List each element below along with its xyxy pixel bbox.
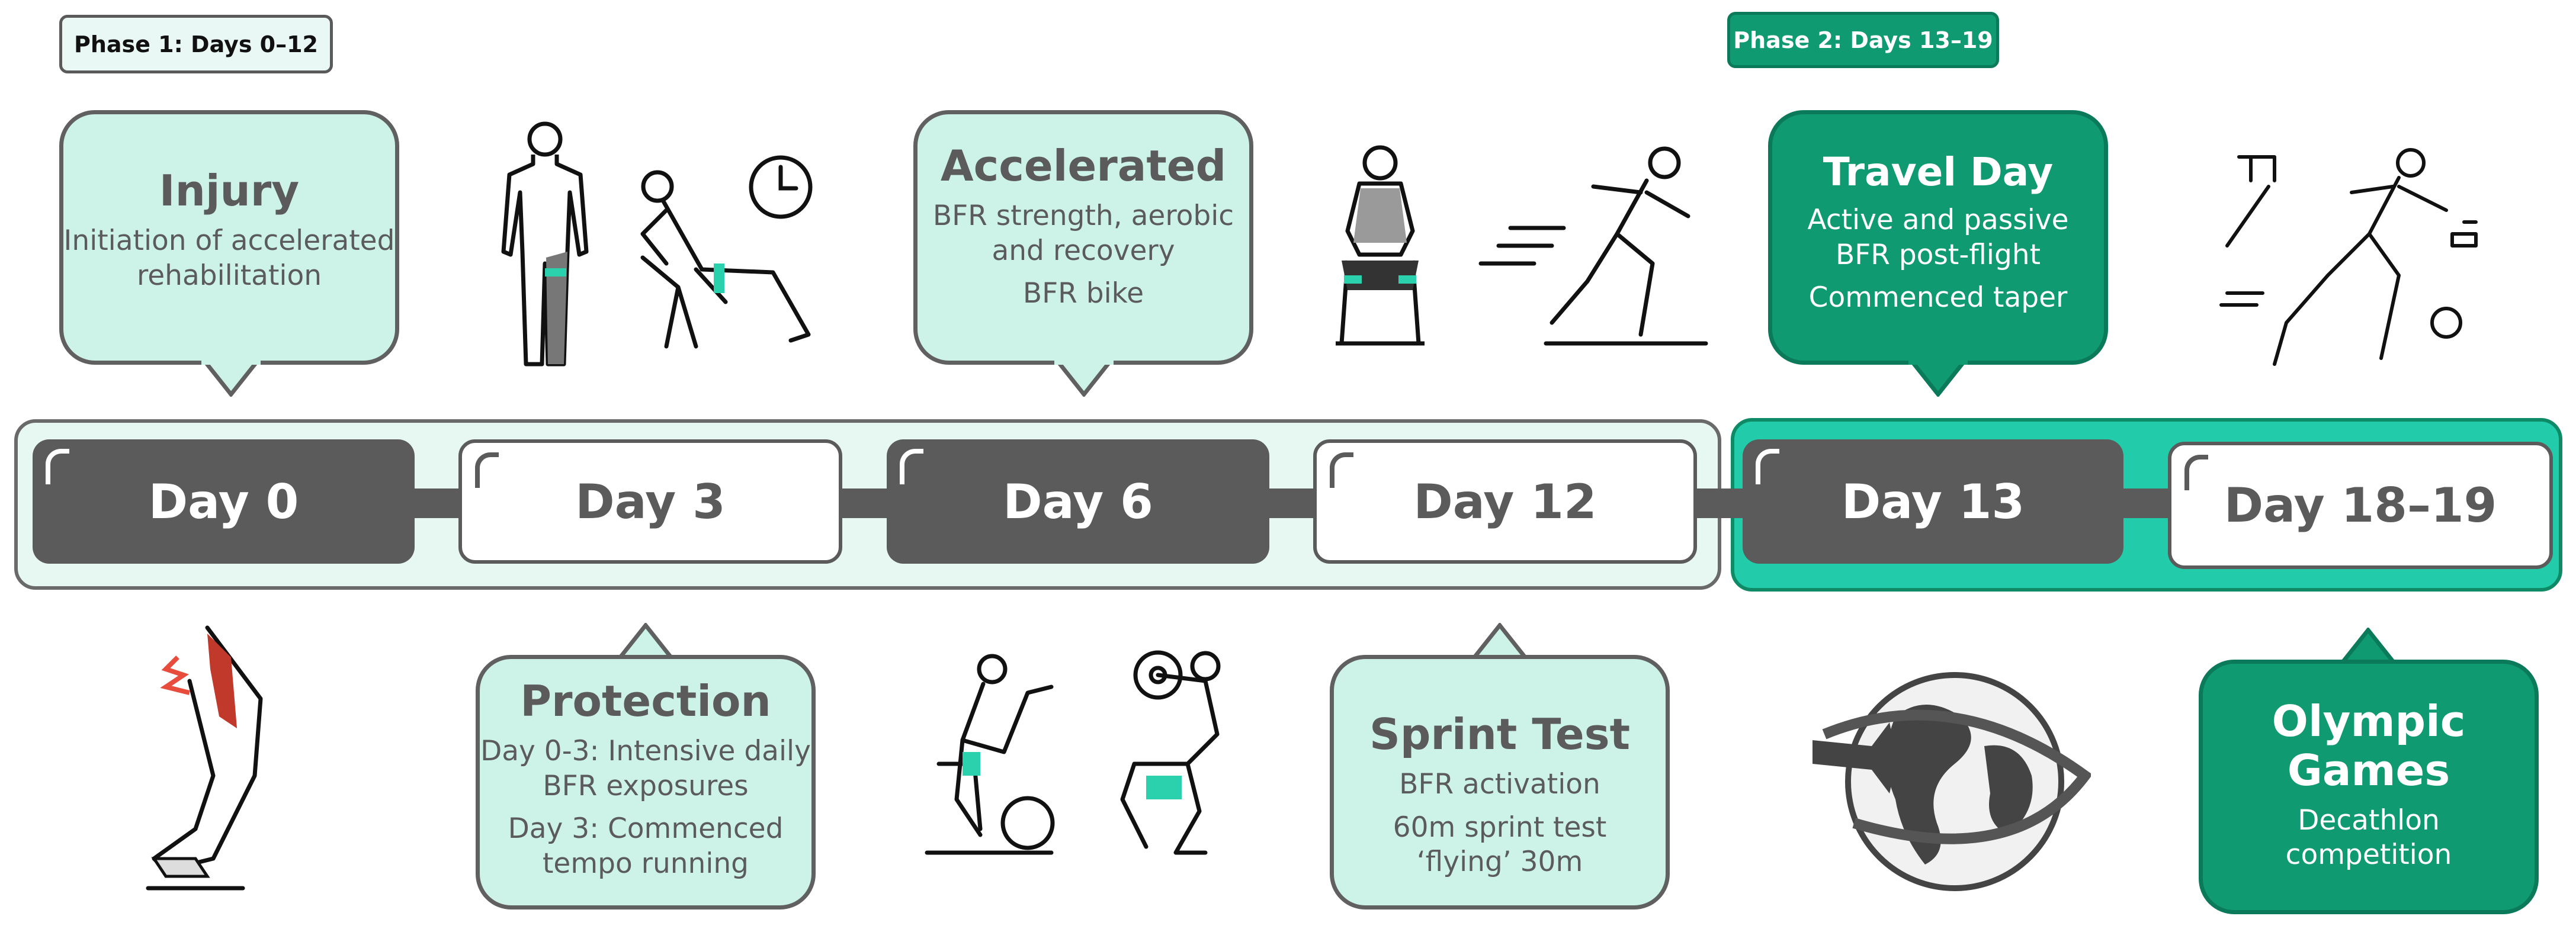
injury-line-2: rehabilitation: [136, 259, 322, 292]
accelerated-callout-tail: [1054, 360, 1114, 397]
protection-line-4: tempo running: [542, 847, 749, 880]
protection-callout: Protection Day 0-3: Intensive daily BFR …: [476, 655, 816, 909]
day-13-label: Day 13: [1841, 474, 2025, 529]
day-3-label: Day 3: [575, 474, 726, 529]
sprint-test-callout: Sprint Test BFR activation 60m sprint te…: [1330, 655, 1670, 909]
accelerated-line-1: BFR strength, aerobic: [932, 199, 1234, 232]
day-0-box: Day 0: [33, 439, 415, 564]
olympic-title-1: Olympic: [2272, 696, 2466, 746]
timeline-connector: [1262, 489, 1321, 518]
protection-line-1: Day 0-3: Intensive daily: [480, 734, 811, 767]
day-6-label: Day 6: [1003, 474, 1153, 529]
injury-callout: Injury Initiation of accelerated rehabil…: [59, 110, 399, 365]
day-3-box: Day 3: [458, 439, 842, 564]
protection-callout-tail: [616, 623, 675, 660]
travel-line-3: Commenced taper: [1808, 281, 2068, 314]
injured-leg-icon: [146, 625, 263, 891]
sprinter-icon: [1478, 146, 1708, 346]
timeline-connector: [1691, 489, 1750, 518]
accelerated-line-2: and recovery: [992, 234, 1175, 267]
bfr-bike-icon: [925, 654, 1055, 855]
protection-line-3: Day 3: Commenced: [508, 812, 784, 846]
phase-1-label: Phase 1: Days 0–12: [59, 15, 333, 73]
day-18-19-label: Day 18–19: [2224, 478, 2497, 533]
sprint-line-1: BFR activation: [1399, 767, 1600, 801]
travel-day-callout-tail: [1908, 360, 1968, 397]
sprint-line-3: ‘flying’ 30m: [1416, 846, 1583, 879]
timeline-connector: [409, 489, 468, 518]
protection-title: Protection: [520, 676, 771, 726]
decathlon-athlete-icon: [2219, 148, 2478, 366]
day-12-label: Day 12: [1413, 474, 1597, 529]
accelerated-title: Accelerated: [940, 141, 1227, 191]
bfr-squat-icon: [1120, 650, 1221, 855]
clock-icon: [749, 155, 813, 219]
olympic-line-1: Decathlon: [2298, 804, 2440, 837]
olympic-title-2: Games: [2287, 745, 2450, 795]
timeline-connector: [2118, 489, 2177, 518]
olympic-games-callout: Olympic Games Decathlon competition: [2199, 660, 2539, 914]
travel-day-callout: Travel Day Active and passive BFR post-f…: [1768, 110, 2108, 365]
globe-airplane-icon: [1812, 672, 2091, 891]
wall-sit-bfr-icon: [1336, 145, 1425, 346]
day-6-box: Day 6: [887, 439, 1269, 564]
day-18-19-box: Day 18–19: [2168, 442, 2553, 569]
day-12-box: Day 12: [1313, 439, 1697, 564]
olympic-callout-tail: [2338, 628, 2398, 664]
standing-man-bfr-icon: [501, 121, 589, 367]
travel-day-title: Travel Day: [1823, 149, 2054, 195]
day-13-box: Day 13: [1743, 439, 2123, 564]
day-0-label: Day 0: [148, 474, 299, 529]
phase-2-label: Phase 2: Days 13–19: [1727, 12, 1999, 68]
seated-man-bfr-icon: [640, 170, 811, 349]
sprint-test-title: Sprint Test: [1369, 709, 1630, 759]
accelerated-callout: Accelerated BFR strength, aerobic and re…: [913, 110, 1253, 365]
sprint-test-callout-tail: [1470, 623, 1529, 660]
injury-callout-tail: [201, 360, 261, 397]
accelerated-line-3: BFR bike: [1022, 277, 1144, 310]
injury-title: Injury: [159, 166, 300, 216]
sprint-line-2: 60m sprint test: [1393, 811, 1607, 844]
injury-line-1: Initiation of accelerated: [63, 224, 395, 257]
olympic-line-2: competition: [2285, 838, 2452, 872]
travel-line-1: Active and passive: [1807, 203, 2069, 236]
timeline-connector: [835, 489, 894, 518]
protection-line-2: BFR exposures: [543, 769, 749, 802]
travel-line-2: BFR post-flight: [1835, 238, 2041, 271]
